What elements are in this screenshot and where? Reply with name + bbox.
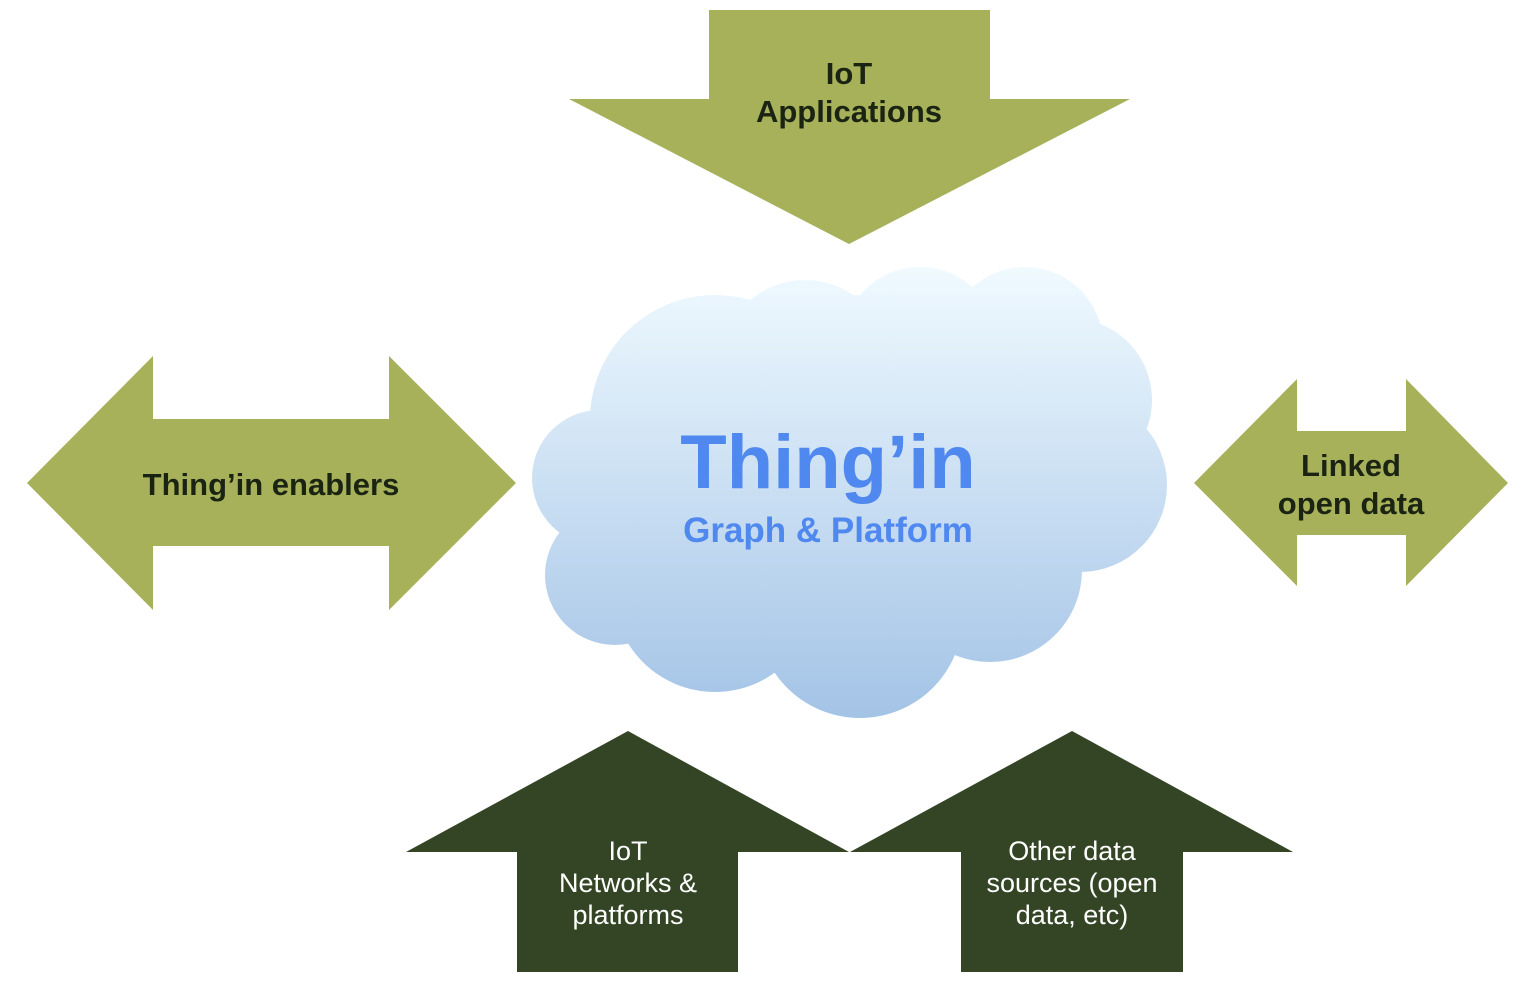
double-arrow-shape (1194, 379, 1508, 586)
arrow-label-line: Networks & (559, 868, 697, 898)
arrow-label-line: open data (1278, 486, 1425, 521)
arrow-label-line: Linked (1301, 448, 1401, 483)
arrow-label-line: IoT (826, 56, 873, 91)
arrow-label-line: sources (open (986, 868, 1157, 898)
other-data-sources-arrow: Other data sources (open data, etc) (850, 731, 1293, 972)
iot-networks-arrow: IoT Networks & platforms (406, 731, 849, 972)
arrow-label-line: IoT (608, 836, 647, 866)
up-arrow-shape (406, 731, 849, 972)
iot-applications-arrow: IoT Applications (569, 10, 1130, 244)
double-arrow-shape (27, 356, 516, 610)
cloud-title: Thing’in (680, 420, 975, 505)
thingin-cloud: Thing’in Graph & Platform (532, 267, 1167, 718)
linked-open-data-arrow: Linked open data (1194, 379, 1508, 586)
arrow-label-line: Thing’in enablers (143, 467, 400, 502)
arrow-label-line: Applications (756, 94, 942, 129)
arrow-label-line: platforms (572, 900, 683, 930)
up-arrow-shape (850, 731, 1293, 972)
down-arrow-shape (569, 10, 1130, 244)
arrow-label-line: data, etc) (1016, 900, 1129, 930)
thingin-enablers-arrow: Thing’in enablers (27, 356, 516, 610)
arrow-label-line: Other data (1008, 836, 1137, 866)
cloud-subtitle: Graph & Platform (683, 511, 973, 550)
